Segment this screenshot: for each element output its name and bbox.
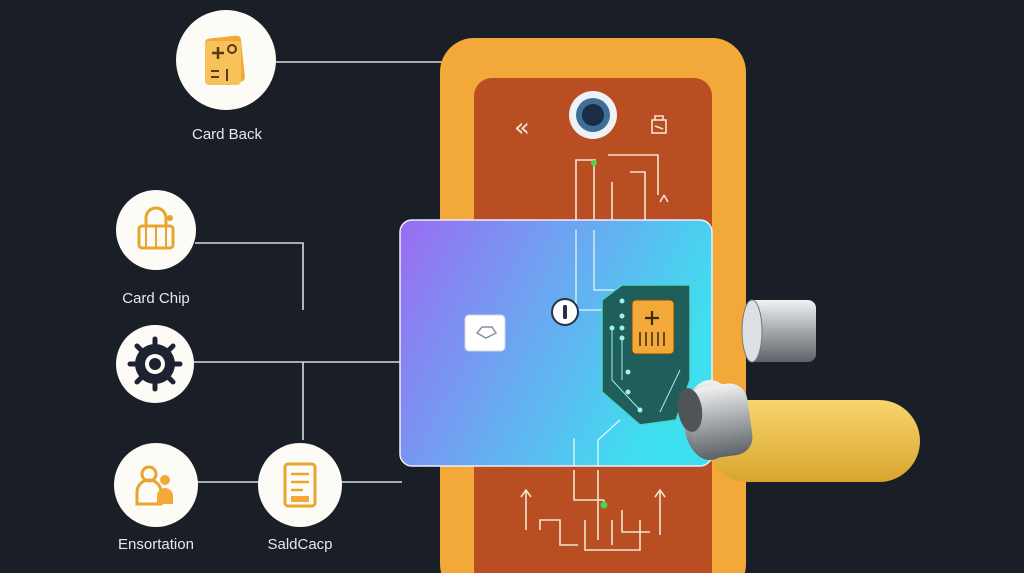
- saldcacp-node: [258, 443, 342, 527]
- ensortation-node: [114, 443, 198, 527]
- door-lock-icon: [651, 115, 667, 134]
- lower-circuit-traces: [520, 470, 666, 551]
- deadbolt-cylinder: [741, 299, 816, 363]
- gear-icon: [127, 336, 183, 392]
- card-back-icon: [205, 35, 245, 85]
- lock-left-symbol: «: [514, 113, 530, 143]
- info-circle-icon: [551, 298, 579, 326]
- people-icon: [135, 465, 173, 506]
- padlock-chip-icon: [137, 206, 175, 250]
- pcb-chip-icon: [601, 284, 691, 426]
- card-logo-icon: [464, 314, 506, 352]
- fingerprint-sensor-icon: [569, 91, 617, 139]
- card-chip-label: Card Chip: [122, 290, 190, 307]
- card-back-label: Card Back: [191, 126, 263, 143]
- card-chip-node: [116, 190, 196, 270]
- saldcacp-label: SaldCacp: [267, 536, 333, 553]
- door-handle: [677, 380, 920, 482]
- gear-node: [116, 325, 194, 403]
- document-icon: [283, 462, 317, 508]
- card-back-node: [176, 10, 276, 110]
- ensortation-label: Ensortation: [118, 536, 194, 553]
